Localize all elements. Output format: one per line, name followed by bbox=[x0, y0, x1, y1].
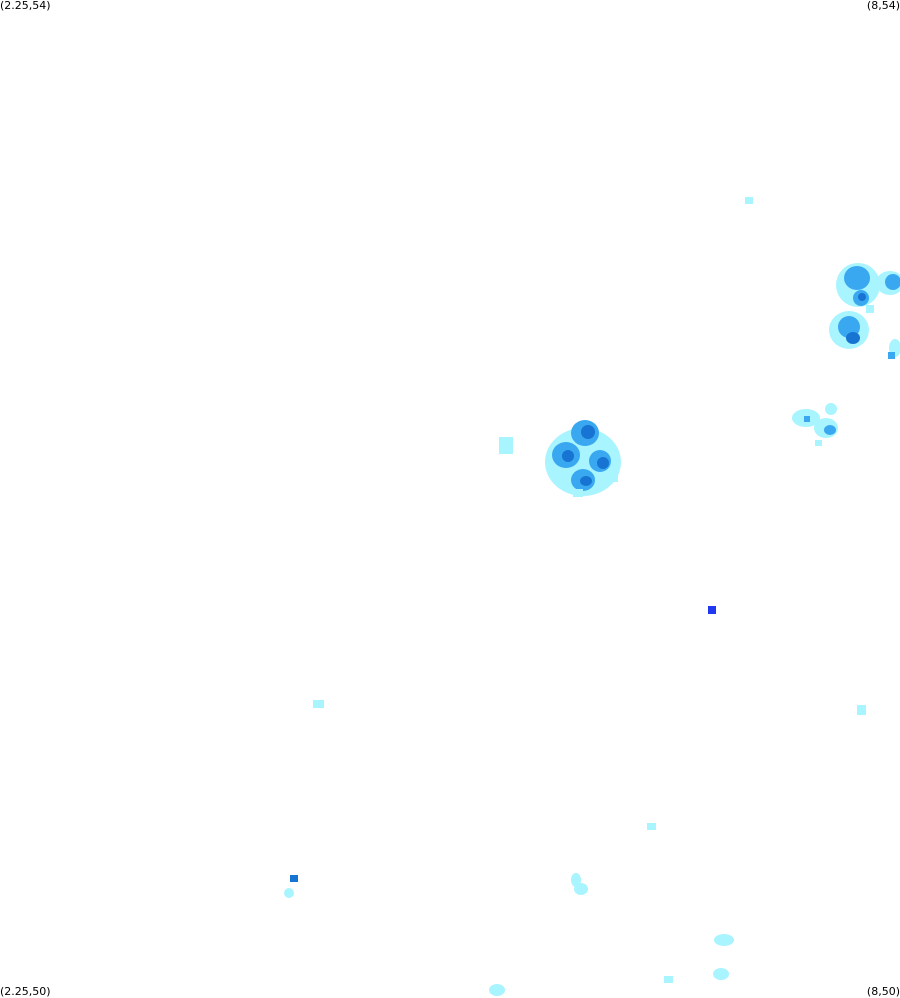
precip-cell-medium bbox=[844, 266, 870, 290]
precip-cell-light bbox=[313, 700, 324, 708]
precip-cell-light bbox=[745, 197, 753, 204]
precip-cell-dark bbox=[846, 332, 860, 344]
precip-cell-light bbox=[664, 976, 673, 983]
precip-cell-dark bbox=[290, 875, 298, 882]
precip-cell-light bbox=[857, 705, 866, 715]
precip-cell-light bbox=[825, 403, 837, 415]
precip-cell-light bbox=[866, 305, 874, 313]
precip-cell-light bbox=[574, 883, 588, 895]
precip-cell-light bbox=[815, 440, 822, 446]
precip-cell-dark bbox=[858, 293, 866, 301]
precip-cell-light bbox=[489, 984, 505, 996]
precip-cell-light bbox=[573, 489, 583, 497]
precip-cell-dark bbox=[597, 457, 609, 469]
precip-cell-light bbox=[647, 823, 656, 830]
precip-cell-medium bbox=[885, 274, 900, 290]
corner-label-top-right: (8,54) bbox=[866, 0, 900, 12]
precip-cell-light bbox=[499, 437, 513, 454]
precip-cell-dark bbox=[580, 476, 592, 486]
precip-cell-medium bbox=[888, 352, 895, 359]
precip-cell-medium bbox=[804, 416, 810, 422]
precip-cell-dark bbox=[562, 450, 574, 462]
precip-cell-intense bbox=[708, 606, 716, 614]
precipitation-cells bbox=[284, 197, 900, 996]
corner-label-bottom-right: (8,50) bbox=[866, 985, 900, 998]
precip-cell-light bbox=[284, 888, 294, 898]
precip-cell-light bbox=[714, 934, 734, 946]
corner-label-bottom-left: (2.25,50) bbox=[0, 985, 51, 998]
precip-cell-light bbox=[713, 968, 729, 980]
precip-cell-dark bbox=[581, 425, 595, 439]
precip-cell-medium bbox=[824, 425, 836, 435]
corner-label-top-left: (2.25,54) bbox=[0, 0, 51, 12]
precip-cell-light bbox=[610, 474, 618, 482]
